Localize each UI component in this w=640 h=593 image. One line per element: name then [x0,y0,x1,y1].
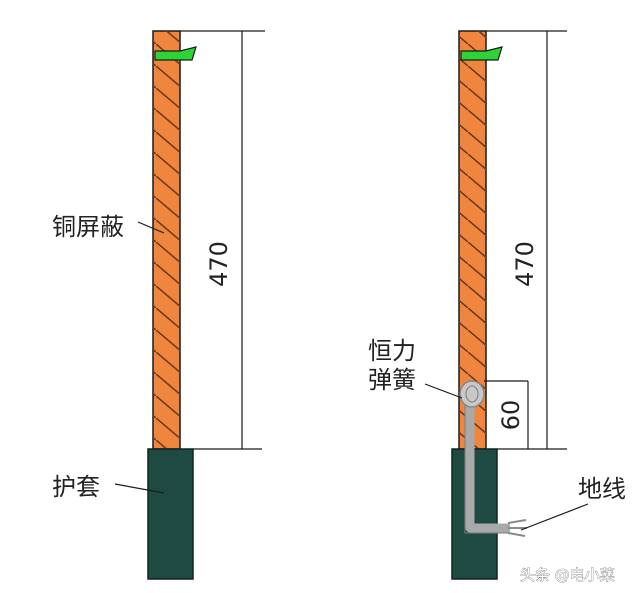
ground-leader-line [520,503,589,531]
left-cable: 470 铜屏蔽 护套 [52,30,265,580]
ground-label: 地线 [578,475,626,503]
spring-offset-label: 60 [497,400,525,431]
left-copper-hatch [153,31,180,449]
left-length-label: 470 [205,241,233,287]
constant-force-spring [459,380,485,408]
spring-label-line1: 恒力 [368,337,416,365]
watermark: 头条 @电小菜 [520,566,615,584]
ground-wire [465,386,510,533]
spring-inner [465,385,479,403]
shield-label: 铜屏蔽 [52,213,124,241]
left-marker-tape [154,46,197,61]
spring-leader-line [424,383,463,399]
right-cable: 470 60 恒力 弹簧 地线 [368,30,626,580]
spring-label-line2: 弹簧 [368,366,416,394]
shield-leader-line [137,221,165,234]
right-marker-tape [460,46,503,61]
sheath-label: 护套 [52,473,100,501]
right-copper-hatch [459,31,486,449]
sheath-leader-line [114,483,165,494]
right-length-label: 470 [511,241,539,287]
ground-wire-edge [464,386,512,534]
left-sheath [147,448,194,580]
ground-wire-end [507,519,527,537]
